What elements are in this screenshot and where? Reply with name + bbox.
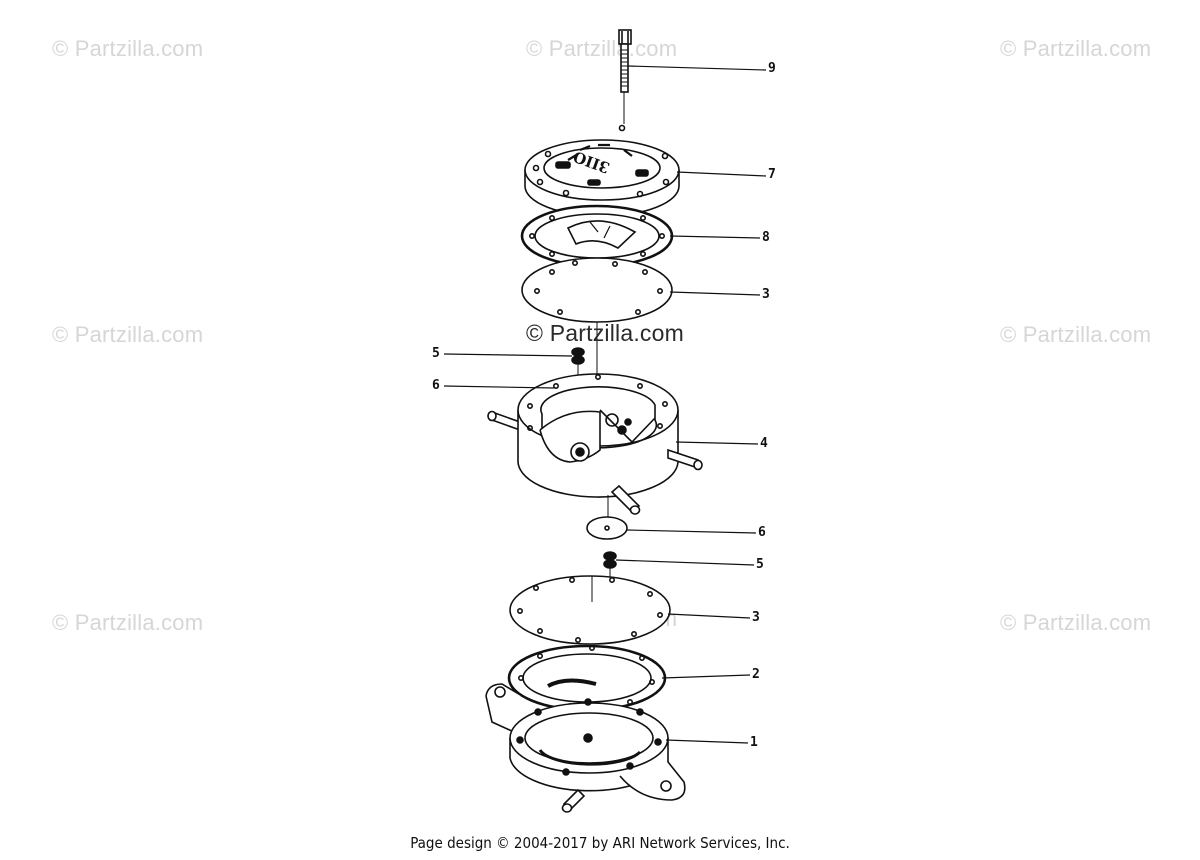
leader-lines: [443, 65, 767, 744]
callout-3-top: 3: [762, 287, 770, 302]
watermark-mid-right: © Partzilla.com: [1000, 322, 1152, 347]
callout-9: 9: [768, 61, 776, 76]
gasket-part-8[interactable]: [520, 204, 674, 268]
watermark-low-right: © Partzilla.com: [1000, 610, 1152, 635]
callout-5-bottom: 5: [756, 557, 764, 572]
callout-6-top: 6: [432, 378, 440, 393]
watermark-top-center: © Partzilla.com: [526, 36, 678, 61]
footer-copyright: Page design © 2004-2017 by ARI Network S…: [410, 834, 790, 852]
nut-bottom-part-5[interactable]: [603, 551, 617, 582]
base-part-1[interactable]: [485, 683, 686, 813]
callout-2: 2: [752, 667, 760, 682]
screw-part-9[interactable]: [618, 29, 632, 124]
watermark-mid-left: © Partzilla.com: [52, 322, 204, 347]
callout-3-bottom: 3: [752, 610, 760, 625]
valve-disc-bottom-part-6[interactable]: [586, 495, 628, 540]
watermark-top-left: © Partzilla.com: [52, 36, 204, 61]
diaphragm-bottom-part-3[interactable]: [509, 575, 671, 645]
callout-5-top: 5: [432, 346, 440, 361]
callout-1: 1: [750, 735, 758, 750]
diaphragm-top-part-3[interactable]: [521, 257, 673, 388]
callout-4: 4: [760, 436, 768, 451]
watermark-low-left: © Partzilla.com: [52, 610, 204, 635]
callout-6-bottom: 6: [758, 525, 766, 540]
pump-body-part-4[interactable]: [487, 373, 703, 515]
callout-7: 7: [768, 167, 776, 182]
watermark-top-right: © Partzilla.com: [1000, 36, 1152, 61]
cover-part-7[interactable]: [524, 124, 680, 217]
watermark-center: © Partzilla.com: [526, 320, 684, 346]
callout-8: 8: [762, 230, 770, 245]
